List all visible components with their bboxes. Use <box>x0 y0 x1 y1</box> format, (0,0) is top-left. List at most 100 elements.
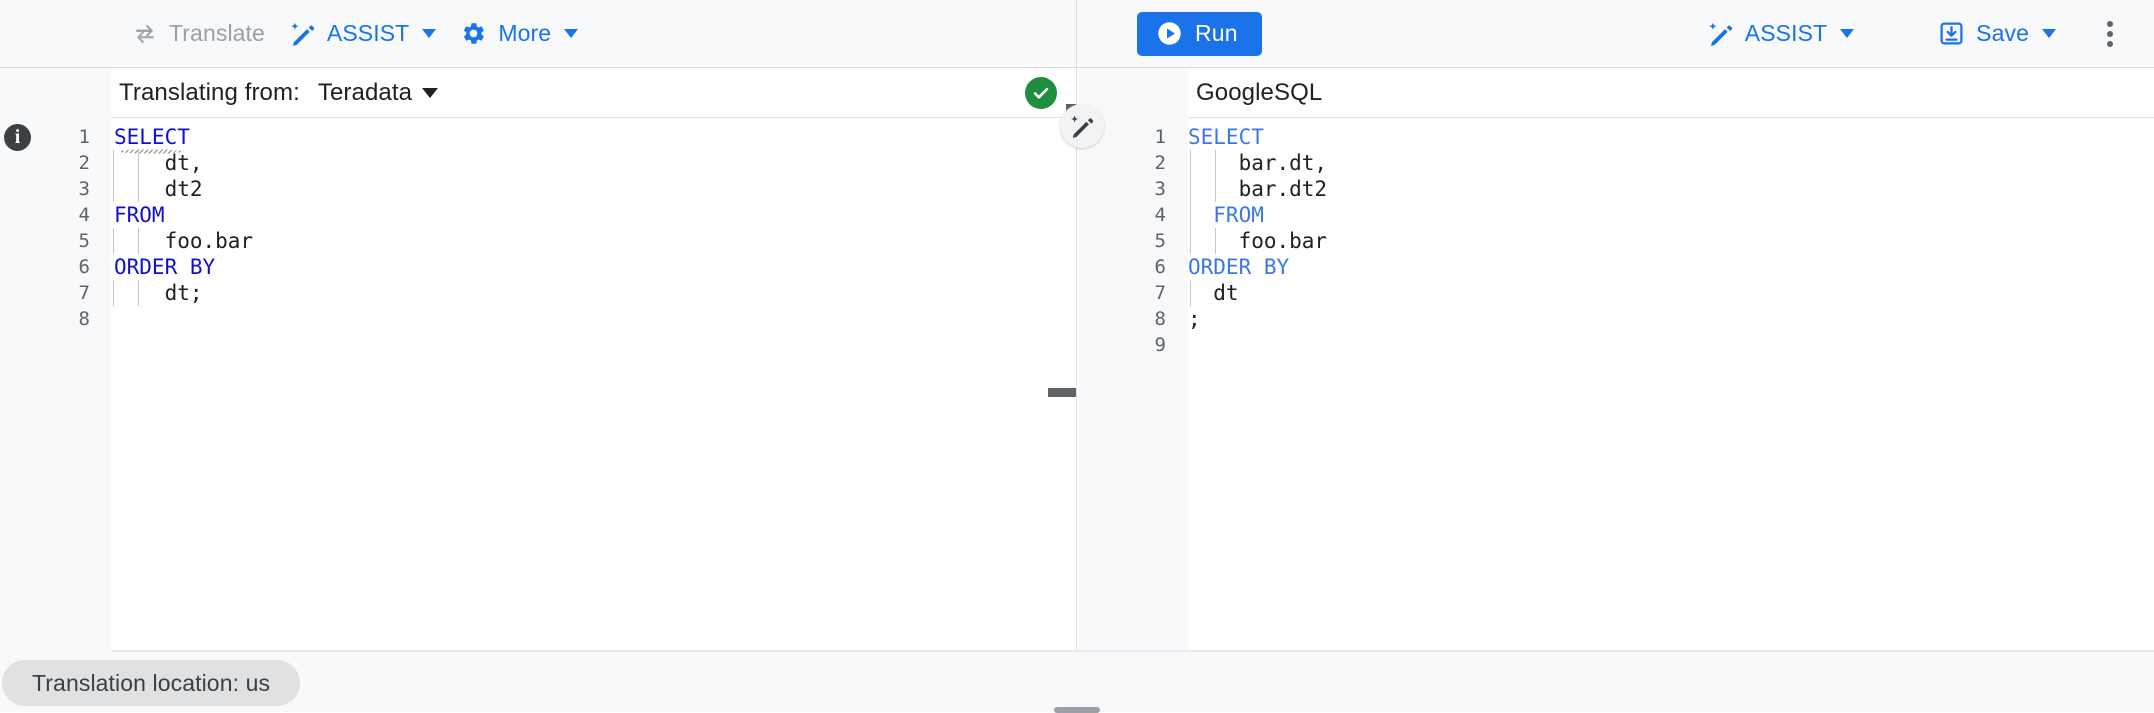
code-line[interactable]: 9 <box>1078 332 2154 358</box>
source-language-bar: Translating from: Teradata <box>111 68 1076 118</box>
code-text: foo.bar <box>111 228 1076 254</box>
translate-button[interactable]: Translate <box>120 12 277 56</box>
more-label: More <box>498 20 552 46</box>
save-download-icon <box>1938 20 1965 47</box>
line-number: 8 <box>0 306 111 332</box>
source-horizontal-scrollbar[interactable] <box>1048 388 1076 397</box>
save-button[interactable]: Save <box>1926 12 2068 56</box>
kebab-menu-icon[interactable] <box>2088 12 2132 56</box>
assist-label: ASSIST <box>1744 20 1828 46</box>
code-line[interactable]: 8 <box>0 306 1076 332</box>
bottom-status-bar: Translation location: us <box>0 652 2154 713</box>
sql-token: dt; <box>114 281 203 305</box>
sql-token: foo.bar <box>1188 229 1328 253</box>
more-button[interactable]: More <box>448 12 590 56</box>
run-label: Run <box>1195 20 1238 46</box>
sql-token: foo.bar <box>114 229 254 253</box>
magic-pen-icon <box>1707 20 1734 47</box>
top-toolbar: Translate ASSIST More <box>0 0 2154 68</box>
target-dialect-value: GoogleSQL <box>1196 78 1323 106</box>
run-button[interactable]: Run <box>1137 11 1262 56</box>
code-text: bar.dt, <box>1188 150 2154 176</box>
code-text: FROM <box>1188 202 2154 228</box>
translating-from-label: Translating from: <box>119 78 300 106</box>
line-number: 3 <box>1078 176 1188 202</box>
magic-pen-icon <box>289 20 316 47</box>
indent-guide <box>138 150 140 176</box>
indent-guide <box>1215 228 1217 254</box>
line-number: 7 <box>1078 280 1188 306</box>
indent-guide <box>1215 150 1217 176</box>
line-number: 4 <box>0 202 111 228</box>
indent-guide <box>113 150 114 176</box>
code-text: dt; <box>111 280 1076 306</box>
resize-handle[interactable] <box>1054 707 1100 713</box>
code-line[interactable]: 5 foo.bar <box>1078 228 2154 254</box>
panes-bottom-rule <box>111 650 2154 652</box>
save-label: Save <box>1976 20 2029 46</box>
line-number: 9 <box>1078 332 1188 358</box>
code-text: ORDER BY <box>111 254 1076 280</box>
assist-button-left[interactable]: ASSIST <box>277 12 448 56</box>
indent-guide <box>113 176 114 202</box>
chevron-down-icon <box>2042 29 2056 38</box>
code-line[interactable]: 3 dt2 <box>0 176 1076 202</box>
line-number: 2 <box>1078 150 1188 176</box>
code-line[interactable]: 4 FROM <box>1078 202 2154 228</box>
indent-guide <box>138 176 140 202</box>
code-text: SELECT <box>1188 124 2154 150</box>
code-line[interactable]: 7 dt <box>1078 280 2154 306</box>
code-line[interactable]: 2 dt, <box>0 150 1076 176</box>
indent-guide <box>1215 176 1217 202</box>
info-icon[interactable]: i <box>4 123 31 151</box>
code-line[interactable]: 5 foo.bar <box>0 228 1076 254</box>
assist-button-right[interactable]: ASSIST <box>1695 12 1866 56</box>
code-line[interactable]: 2 bar.dt, <box>1078 150 2154 176</box>
code-text: dt2 <box>111 176 1076 202</box>
kebab-dot <box>2107 40 2113 47</box>
code-text: ; <box>1188 306 2154 332</box>
translate-swap-icon <box>132 21 158 47</box>
line-number: 4 <box>1078 202 1188 228</box>
sql-keyword: ORDER BY <box>114 255 216 279</box>
source-dialect-dropdown[interactable]: Teradata <box>318 79 439 107</box>
translate-label: Translate <box>169 20 265 46</box>
toolbar-left-group: Translate ASSIST More <box>0 0 1077 67</box>
code-text: dt <box>1188 280 2154 306</box>
code-line[interactable]: 8; <box>1078 306 2154 332</box>
target-language-bar: GoogleSQL <box>1188 68 2154 118</box>
indent-guide <box>113 280 114 306</box>
sql-keyword: FROM <box>1188 203 1264 227</box>
line-number: 3 <box>0 176 111 202</box>
code-text: bar.dt2 <box>1188 176 2154 202</box>
indent-guide <box>138 280 140 306</box>
check-circle-icon <box>1025 76 1057 109</box>
sql-token: dt2 <box>114 177 203 201</box>
kebab-dot <box>2107 20 2113 27</box>
code-text: SELECT <box>111 124 1076 150</box>
sql-keyword: SELECT <box>1188 125 1264 149</box>
code-line[interactable]: 7 dt; <box>0 280 1076 306</box>
gear-icon <box>460 20 487 47</box>
chevron-down-icon <box>422 29 437 38</box>
indent-guide <box>1190 228 1191 254</box>
line-number: 7 <box>0 280 111 306</box>
sql-token: ; <box>1188 307 1201 331</box>
sql-keyword: ORDER BY <box>1188 255 1290 279</box>
code-text: dt, <box>111 150 1076 176</box>
code-line[interactable]: 3 bar.dt2 <box>1078 176 2154 202</box>
assist-label: ASSIST <box>326 20 410 46</box>
indent-guide <box>1190 176 1191 202</box>
line-number: 6 <box>0 254 111 280</box>
assist-magic-button[interactable] <box>1060 104 1104 148</box>
